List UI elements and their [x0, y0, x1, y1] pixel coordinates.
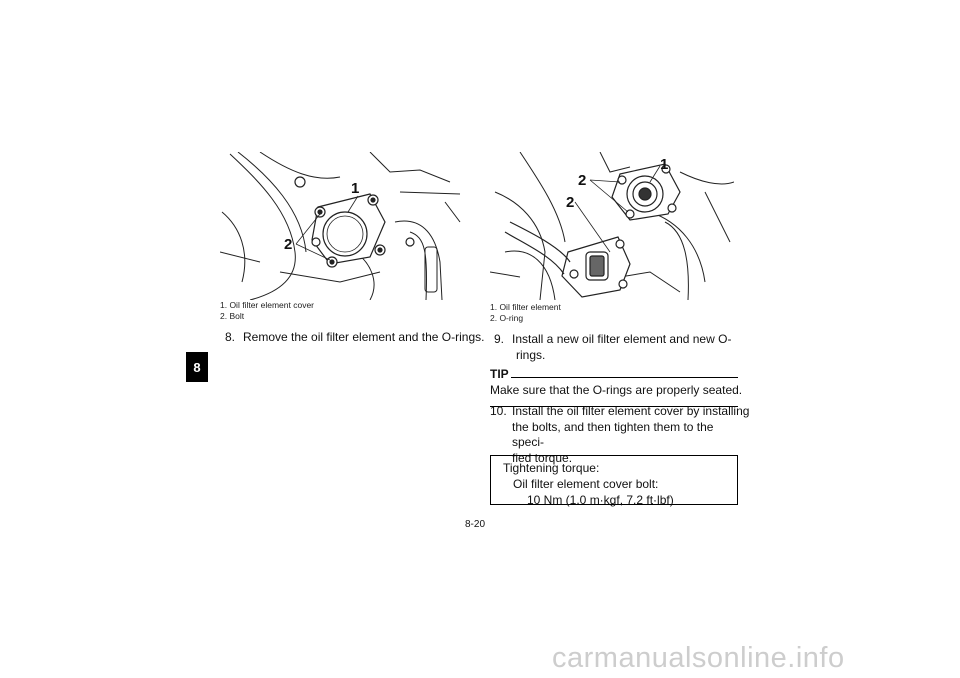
callout-2: 2 [284, 236, 293, 253]
step-text-line: the bolts, and then tighten them to the … [512, 419, 714, 450]
page-number: 8-20 [465, 519, 486, 530]
caption-item: 1. Oil filter element cover [220, 300, 315, 310]
step-text: Remove the oil filter element and the O-… [243, 330, 485, 344]
watermark: carmanualsonline.info [552, 642, 845, 674]
step-text-line: Install the oil filter element cover by … [512, 404, 750, 418]
step-text-line: Install a new oil filter element and new… [512, 332, 732, 346]
tip-text: Make sure that the O-rings are properly … [490, 383, 743, 397]
step-text-line: rings. [516, 347, 546, 362]
engine-line-drawing-right [490, 152, 734, 300]
callout-1: 1 [351, 180, 360, 197]
tip-block: TIP Make sure that the O-rings are prope… [490, 367, 743, 407]
torque-item: Oil filter element cover bolt: [513, 477, 659, 491]
torque-spec-box: Tightening torque: Oil filter element co… [490, 455, 738, 507]
caption-item: 2. O-ring [490, 313, 524, 323]
step-number: 9. [494, 332, 505, 346]
step-9: 9. Install a new oil filter element and n… [494, 332, 744, 363]
figure-caption-right: 1. Oil filter element 2. O-ring [490, 302, 561, 324]
step-number: 8. [225, 330, 236, 344]
callout-2: 2 [566, 194, 575, 211]
torque-value: 10 Nm (1.0 m·kgf, 7.2 ft·lbf) [527, 493, 674, 507]
step-8: 8. Remove the oil filter element and the … [225, 330, 484, 346]
figure-caption-left: 1. Oil filter element cover 2. Bolt [220, 300, 314, 322]
step-10: 10. Install the oil filter element cover … [490, 404, 749, 466]
tip-bottom-rule [490, 405, 738, 407]
caption-item: 2. Bolt [220, 311, 245, 321]
caption-item: 1. Oil filter element [490, 302, 561, 312]
tip-label: TIP [490, 367, 509, 381]
step-number: 10. [490, 404, 507, 418]
figure-oil-filter-element: 1 2 2 [490, 152, 734, 300]
section-tab: 8 [186, 352, 208, 382]
figure-oil-filter-cover: 1 2 [220, 152, 464, 300]
step-text-line: fied torque. [512, 450, 573, 465]
callout-1: 1 [660, 156, 669, 173]
tip-top-rule [510, 377, 738, 378]
engine-line-drawing-left [220, 152, 461, 300]
torque-title: Tightening torque: [503, 461, 600, 475]
callout-2: 2 [578, 172, 587, 189]
